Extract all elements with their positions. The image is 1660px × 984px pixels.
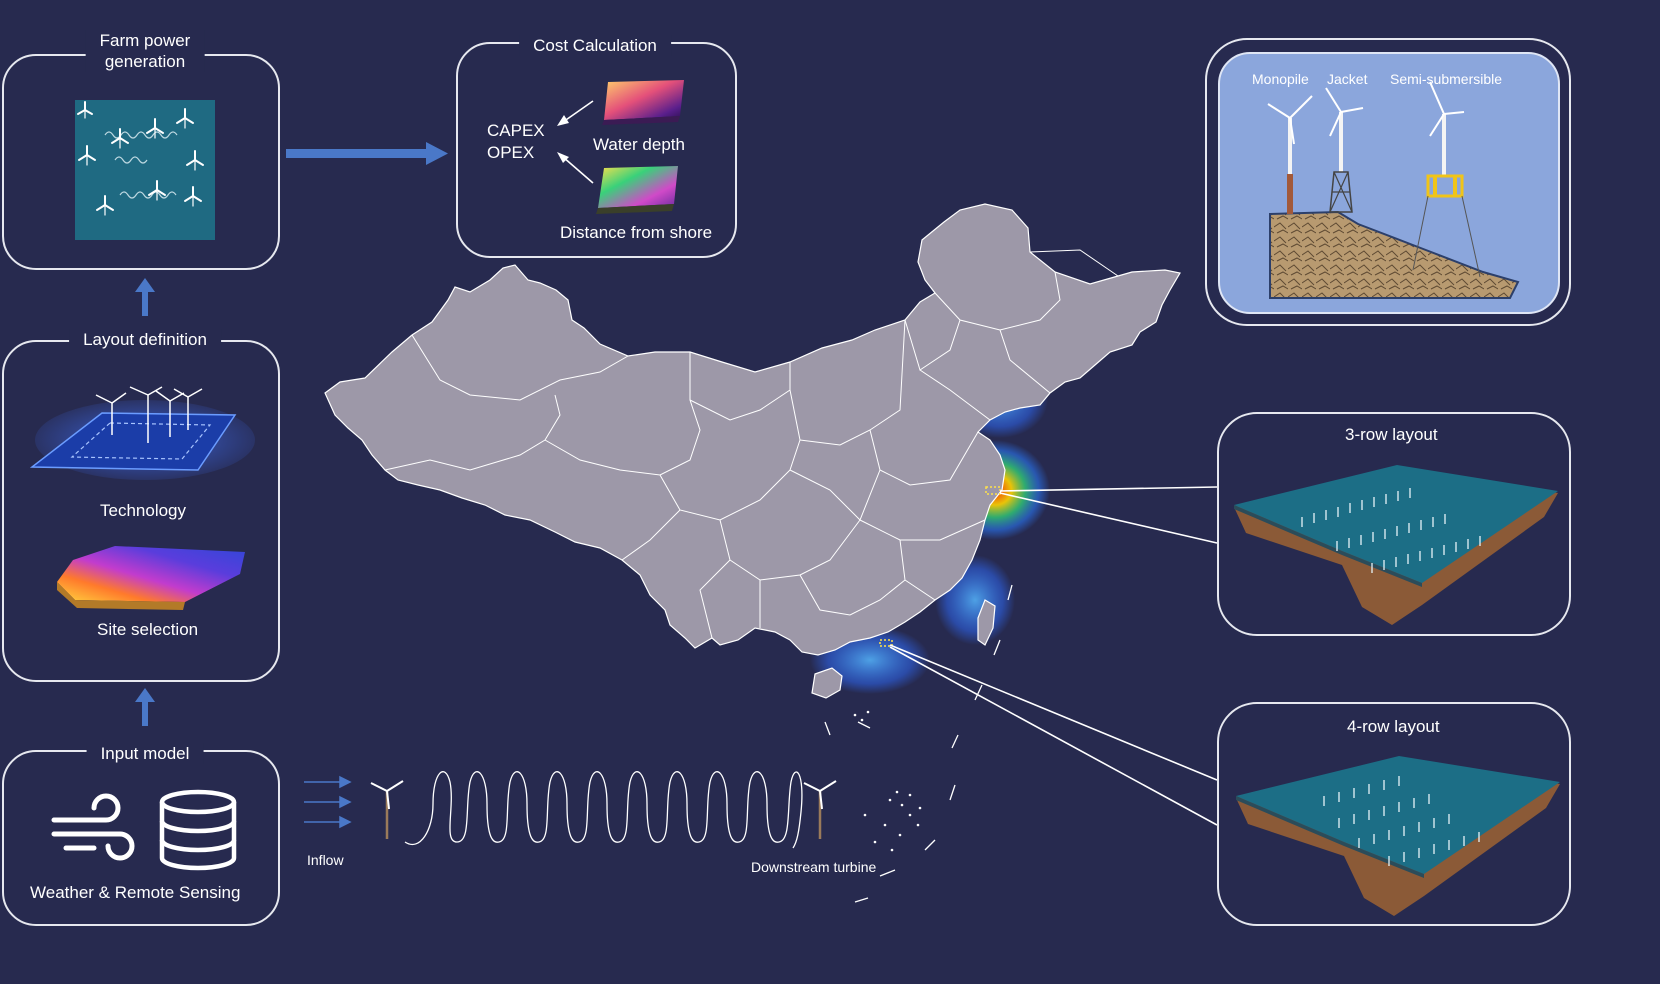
- row4-layout-panel: [1217, 702, 1571, 926]
- south-china-sea-islands: [853, 710, 922, 852]
- row4-layout-illustration: [1236, 756, 1560, 916]
- distance-map: [596, 166, 678, 214]
- cost-title: Cost Calculation: [519, 35, 671, 56]
- site-selection-label: Site selection: [97, 620, 199, 639]
- taiwan-island: [977, 599, 996, 646]
- semi-submersible-turbine: [1412, 81, 1481, 278]
- technology-image: [29, 386, 255, 480]
- row3-turbine-row-1: [1301, 488, 1411, 527]
- monopile-label: Monopile: [1252, 71, 1309, 87]
- south-china-sea-lines: [824, 584, 1013, 903]
- distance-label: Distance from shore: [560, 223, 713, 242]
- arrow-up-icon-2: [135, 688, 155, 726]
- wind-icon: [51, 793, 135, 861]
- monopile-turbine: [1267, 95, 1313, 214]
- inflow-arrows: [304, 775, 352, 829]
- opex-label: OPEX: [487, 143, 535, 162]
- connector-lines: [889, 486, 1218, 826]
- technology-label: Technology: [100, 501, 187, 520]
- row3-layout-title: 3-row layout: [1345, 425, 1438, 444]
- arrow-up-icon: [135, 278, 155, 316]
- province-borders: [384, 249, 1119, 639]
- row3-turbine-row-3: [1371, 536, 1481, 573]
- wind-turbine-icon: [370, 780, 404, 839]
- cost-arrows: [557, 100, 594, 184]
- downstream-turbine-icon: [803, 780, 837, 839]
- downstream-turbine-label: Downstream turbine: [751, 859, 877, 875]
- site-selection-map: [57, 546, 245, 610]
- input-model-caption: Weather & Remote Sensing: [30, 883, 241, 902]
- farm-power-title: Farm power generation: [85, 30, 205, 72]
- jacket-label: Jacket: [1327, 71, 1368, 87]
- foundations-outer-panel: [1205, 38, 1571, 326]
- arrow-right-icon: [286, 142, 448, 165]
- row4-turbine-row-1: [1323, 776, 1400, 806]
- foundations-illustration: [1267, 81, 1520, 299]
- database-icon: [159, 789, 237, 871]
- site-marker-guangdong: [879, 639, 893, 647]
- capex-label: CAPEX: [487, 121, 545, 140]
- row3-turbine-row-2: [1336, 514, 1446, 551]
- farm-power-image: [75, 100, 215, 240]
- row4-turbine-row-4: [1388, 832, 1480, 866]
- farm-power-title-line2: generation: [104, 52, 186, 71]
- inflow-label: Inflow: [307, 852, 344, 868]
- layout-definition-title: Layout definition: [69, 329, 221, 350]
- semi-submersible-label: Semi-submersible: [1390, 71, 1503, 87]
- input-model-title: Input model: [86, 743, 204, 764]
- row4-layout-title: 4-row layout: [1347, 717, 1440, 736]
- row3-layout-illustration: [1234, 465, 1558, 625]
- water-depth-map: [602, 80, 684, 125]
- farm-power-title-line1: Farm power: [99, 31, 191, 50]
- jacket-turbine: [1325, 87, 1364, 213]
- row4-turbine-row-2: [1338, 794, 1430, 828]
- water-depth-label: Water depth: [593, 135, 685, 154]
- mainland-outline: [324, 203, 1181, 656]
- hainan-island: [811, 667, 843, 699]
- row3-layout-panel: [1217, 412, 1571, 636]
- row4-turbine-row-3: [1358, 814, 1450, 848]
- wake-helix: [404, 771, 803, 849]
